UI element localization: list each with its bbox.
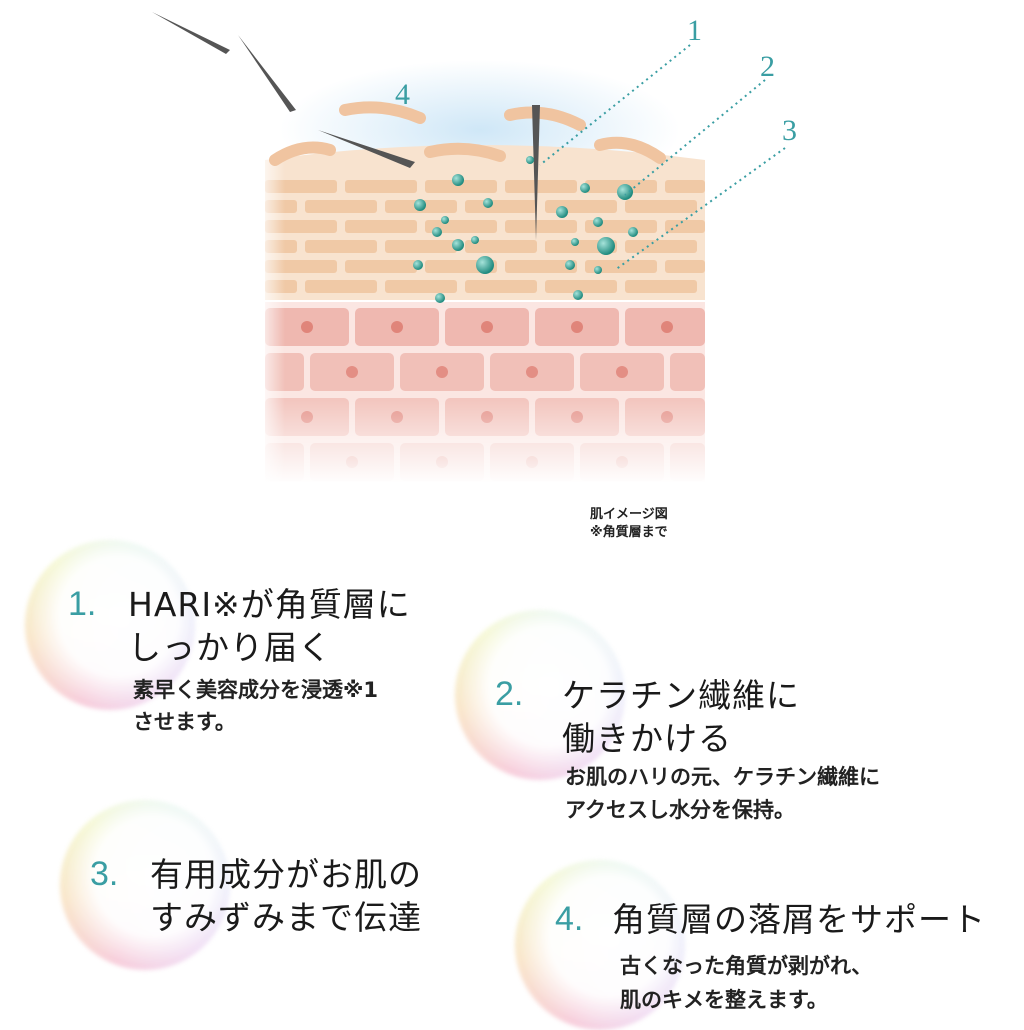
feature-body-line: お肌のハリの元、ケラチン繊維に [565, 765, 880, 789]
particle [573, 290, 583, 300]
particle [617, 184, 633, 200]
feature-body-line: 古くなった角質が剥がれ、 [620, 954, 873, 978]
flake [594, 136, 666, 164]
particle [597, 237, 615, 255]
particle [441, 216, 449, 224]
horny-cell [465, 240, 537, 253]
particle [414, 199, 426, 211]
bubble-2 [455, 610, 625, 780]
particle [476, 256, 494, 274]
particle [580, 183, 590, 193]
needles [152, 12, 540, 240]
particle [628, 227, 638, 237]
horny-cell [465, 200, 537, 213]
particle [594, 266, 602, 274]
particle [452, 239, 464, 251]
cell-nucleus [346, 366, 358, 378]
bubble-4 [515, 860, 685, 1030]
horny-cell [385, 280, 457, 293]
particle [452, 174, 464, 186]
flake [269, 141, 336, 166]
feature-title-line: しっかり届く [128, 628, 332, 667]
active-ingredient-particles [413, 156, 638, 303]
flake [504, 106, 586, 131]
feature-body-line: 肌のキメを整えます。 [620, 988, 828, 1012]
horny-cell [545, 280, 617, 293]
flake [339, 101, 426, 124]
cell-nucleus [301, 321, 313, 333]
flake [424, 142, 506, 162]
feature-body-line: 素早く美容成分を浸透※1 [133, 678, 379, 702]
horny-cell [625, 280, 697, 293]
cell-nucleus [526, 366, 538, 378]
bubble-3 [60, 800, 230, 970]
particle [565, 260, 575, 270]
horny-cell [505, 180, 577, 193]
label-3: 3 [782, 114, 797, 147]
horny-cell [625, 200, 697, 213]
particle [571, 238, 579, 246]
horny-cell [385, 240, 457, 253]
horny-cell [585, 260, 657, 273]
horny-cell [665, 260, 705, 273]
particle [556, 206, 568, 218]
feature-body-line: させます。 [133, 710, 236, 734]
label-1: 1 [687, 14, 702, 47]
bubble-1 [25, 540, 195, 710]
horny-cell [345, 180, 417, 193]
diagram-caption: 肌イメージ図 ※角質層まで [590, 506, 668, 542]
leader-lines [539, 44, 786, 271]
horny-cell [625, 240, 697, 253]
feature-title-line: 有用成分がお肌の [150, 855, 422, 894]
cell-nucleus [391, 321, 403, 333]
cell-nucleus [436, 366, 448, 378]
caption-note: ※角質層まで [590, 525, 668, 540]
label-2: 2 [760, 50, 775, 83]
horny-cell [465, 280, 537, 293]
horny-cell [305, 280, 377, 293]
horny-cell [505, 220, 577, 233]
cell-nucleus [571, 321, 583, 333]
horny-cell [665, 180, 705, 193]
peeling-flakes [269, 101, 666, 166]
feature-title-line: 働きかける [562, 719, 732, 758]
particle [483, 198, 493, 208]
particle [593, 217, 603, 227]
label-4: 4 [395, 78, 410, 111]
feature-title-line: 角質層の落屑をサポート [612, 900, 986, 939]
feature-title-line: HARI※が角質層に [128, 585, 411, 624]
horny-cell [545, 200, 617, 213]
particle [471, 236, 479, 244]
skin-diagram: 1 2 3 4 [152, 12, 797, 490]
caption-title: 肌イメージ図 [590, 507, 668, 522]
particle [432, 227, 442, 237]
horny-cell [345, 220, 417, 233]
horny-cell [505, 260, 577, 273]
horny-cell [665, 220, 705, 233]
feature-title-line: ケラチン繊維に [562, 676, 800, 715]
feature-number: 4. [555, 900, 584, 938]
horny-cell [305, 200, 377, 213]
cell-nucleus [481, 321, 493, 333]
cell-nucleus [661, 321, 673, 333]
particle [435, 293, 445, 303]
horny-cell [585, 220, 657, 233]
horny-cell [425, 180, 497, 193]
horny-cell [345, 260, 417, 273]
feature-body-line: アクセスし水分を保持。 [565, 798, 795, 822]
feature-number: 3. [90, 855, 119, 893]
living-cell [670, 353, 705, 391]
feature-title-line: すみずみまで伝達 [150, 898, 422, 937]
feature-number: 2. [495, 675, 524, 713]
horny-cell [305, 240, 377, 253]
particle [413, 260, 423, 270]
cell-nucleus [616, 366, 628, 378]
particle [526, 156, 534, 164]
feature-number: 1. [68, 585, 97, 623]
